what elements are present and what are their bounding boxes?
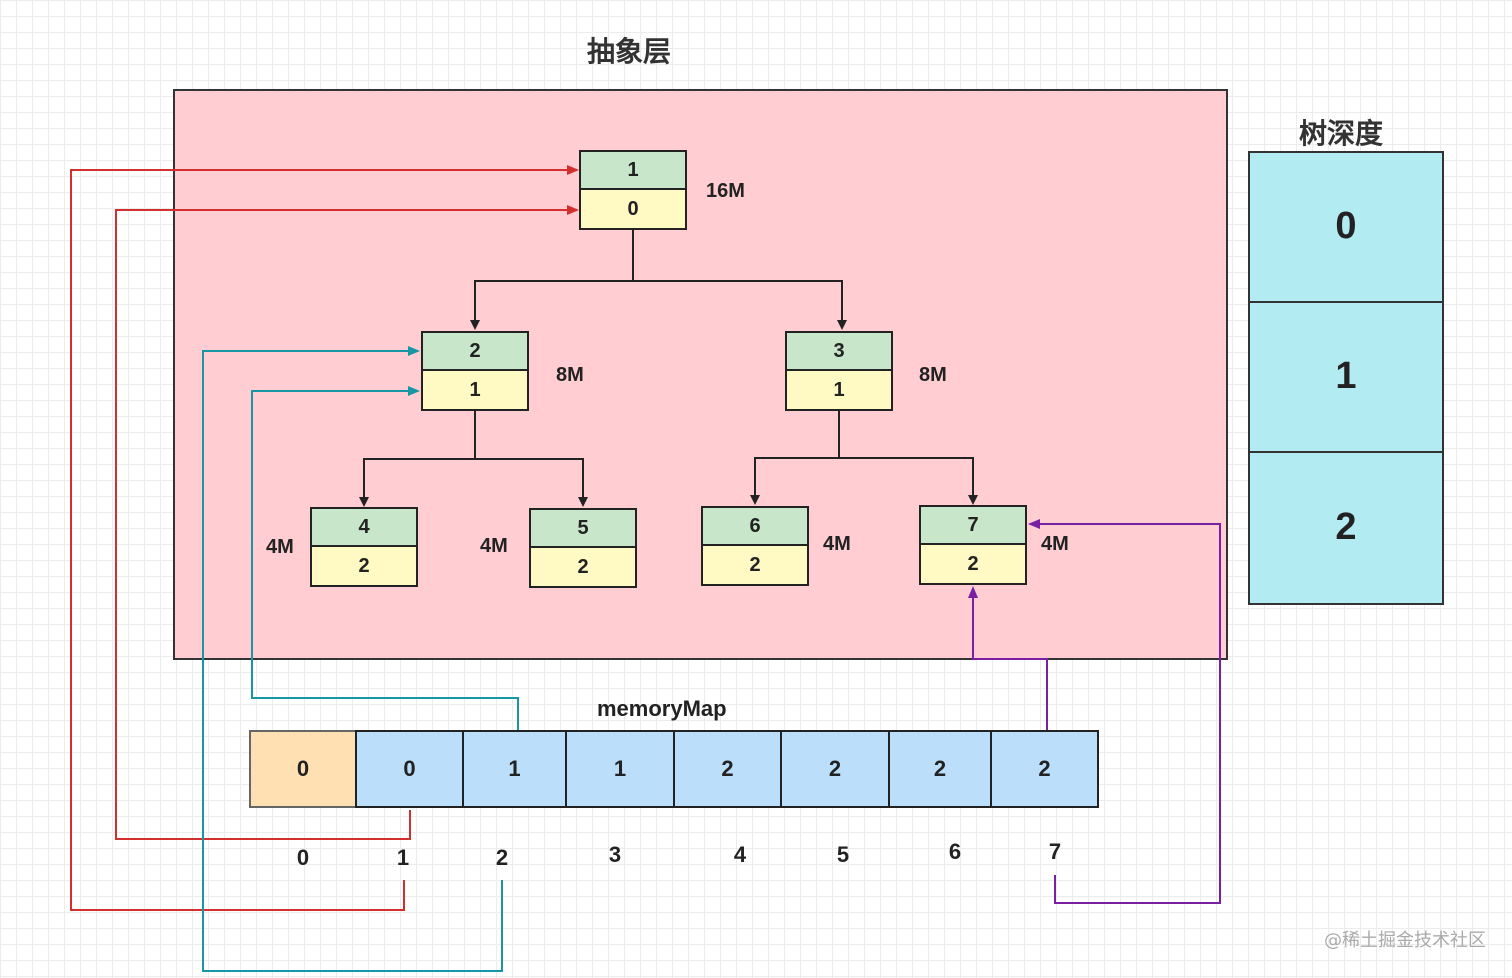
node-depth: 1 [423,371,527,409]
tree-depth-title: 树深度 [1299,117,1384,150]
node-depth: 1 [787,371,891,409]
watermark: @稀土掘金技术社区 [1324,930,1486,951]
node-id: 3 [787,333,891,371]
tree-node-6: 6 2 [701,506,809,586]
tree-edge-3-6 [750,411,840,505]
memory-map-cell: 2 [888,730,992,808]
memory-map-index: 6 [948,839,962,864]
tree-node-4: 4 2 [310,507,418,587]
memory-map-cell: 0 [355,730,464,808]
node-id: 7 [921,507,1025,545]
tree-node-1: 1 0 [579,150,687,230]
memory-map-index: 1 [396,845,410,870]
tree-edge-1-3 [633,280,847,330]
node-size-label: 4M [266,536,294,558]
tree-edge-1-2 [470,229,634,330]
tree-edge-2-4 [359,411,476,507]
memory-map-index: 2 [495,845,509,870]
link-index2-node2-outer [202,346,503,972]
tree-node-5: 5 2 [529,508,637,588]
link-index1-node1-outer [70,165,579,911]
memory-map-index: 3 [608,842,622,867]
link-cell7-node7-inner [968,586,1048,730]
depth-level-cell: 1 [1250,303,1442,453]
tree-edge-2-5 [475,458,588,507]
node-id: 5 [531,510,635,548]
link-cell2-node2-inner [251,386,519,730]
node-size-label: 4M [480,535,508,557]
memory-map-title: memoryMap [597,696,727,721]
node-depth: 2 [312,547,416,585]
node-id: 2 [423,333,527,371]
depth-level-cell: 0 [1250,153,1442,303]
link-cell1-node1-inner [115,205,579,840]
node-size-label: 8M [556,364,584,386]
memory-map-cell: 1 [565,730,675,808]
node-depth: 0 [581,190,685,228]
node-size-label: 8M [919,364,947,386]
depth-level-cell: 2 [1335,506,1357,549]
node-size-label: 4M [823,533,851,555]
abstract-layer-title: 抽象层 [587,35,672,68]
link-index7-node7-outer [1028,519,1221,904]
memory-map-index: 4 [733,842,747,867]
node-id: 1 [581,152,685,190]
tree-depth-column: 0 1 2 [1248,151,1444,605]
memory-map-cell: 2 [673,730,782,808]
memory-map-index: 5 [836,842,850,867]
node-id: 6 [703,508,807,546]
tree-edge-3-7 [839,457,978,505]
memory-map-cell: 1 [462,730,567,808]
memory-map-index: 7 [1048,839,1062,864]
node-depth: 2 [531,548,635,586]
node-id: 4 [312,509,416,547]
memory-map-cell: 2 [990,730,1099,808]
memory-map-index: 0 [296,845,310,870]
tree-node-3: 3 1 [785,331,893,411]
memory-map-cell: 0 [249,730,357,808]
node-size-label: 4M [1041,533,1069,555]
memory-map-array: 0 0 1 1 2 2 2 2 [249,730,1099,808]
tree-node-2: 2 1 [421,331,529,411]
memory-map-cell: 2 [780,730,890,808]
node-size-label: 16M [706,180,745,202]
node-depth: 2 [703,546,807,584]
tree-node-7: 7 2 [919,505,1027,585]
node-depth: 2 [921,545,1025,583]
